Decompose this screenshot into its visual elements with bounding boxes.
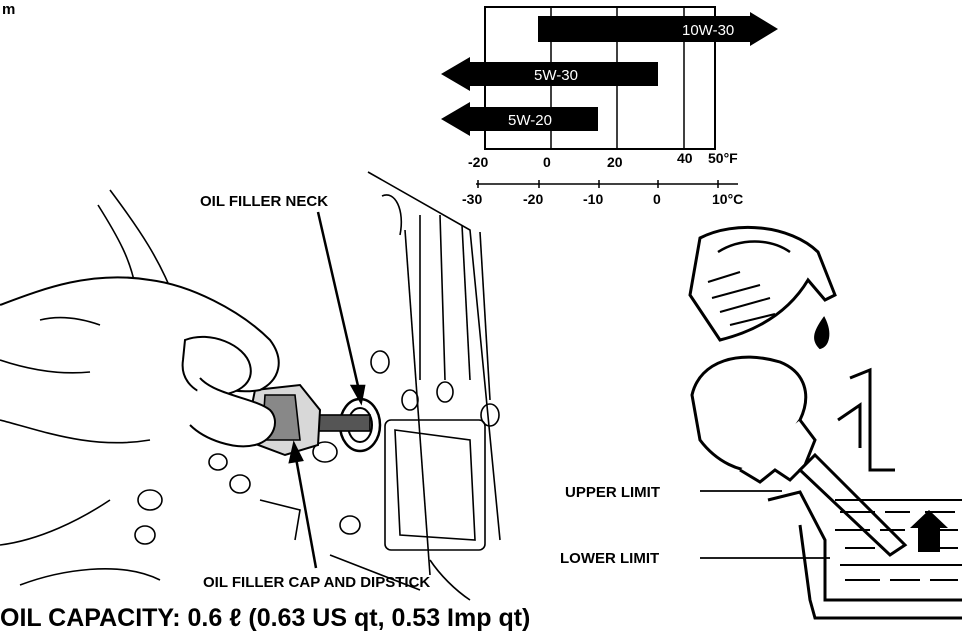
grade-label: 10W-30 [682, 22, 734, 39]
viscosity-chart: 10W-30 5W-30 5W-20 -20 0 20 40 50°F -30 … [441, 6, 778, 207]
grade-arrow-5w30: 5W-30 [441, 57, 658, 91]
c-tick-label: 10°C [712, 191, 743, 207]
oil-surface-lines [835, 511, 958, 581]
c-tick-label: 0 [653, 191, 661, 207]
grade-label: 5W-20 [508, 112, 552, 129]
engine-illustration [0, 171, 501, 601]
grade-arrow-5w20: 5W-20 [441, 102, 598, 136]
corner-text: m [2, 1, 15, 18]
f-tick-label: 20 [607, 154, 623, 170]
leader-arrows [288, 211, 366, 569]
fill-up-arrow [910, 510, 948, 552]
oil-level-illustration [688, 225, 962, 620]
c-tick-label: -10 [583, 191, 603, 207]
f-tick-label: -20 [468, 154, 488, 170]
f-tick-label: 0 [543, 154, 551, 170]
c-tick-label: -30 [462, 191, 482, 207]
oil-capacity-text: OIL CAPACITY: 0.6 ℓ (0.63 US qt, 0.53 Im… [0, 604, 530, 632]
grade-arrow-10w30: 10W-30 [538, 12, 778, 46]
lower-limit-label: LOWER LIMIT [560, 550, 659, 567]
f-tick-label: 40 [677, 150, 693, 166]
c-tick-label: -20 [523, 191, 543, 207]
oil-filler-cap-label: OIL FILLER CAP AND DIPSTICK [203, 574, 430, 591]
grade-label: 5W-30 [534, 67, 578, 84]
oil-filler-neck-label: OIL FILLER NECK [200, 193, 328, 210]
f-tick-label: 50°F [708, 150, 738, 166]
upper-limit-label: UPPER LIMIT [565, 484, 660, 501]
